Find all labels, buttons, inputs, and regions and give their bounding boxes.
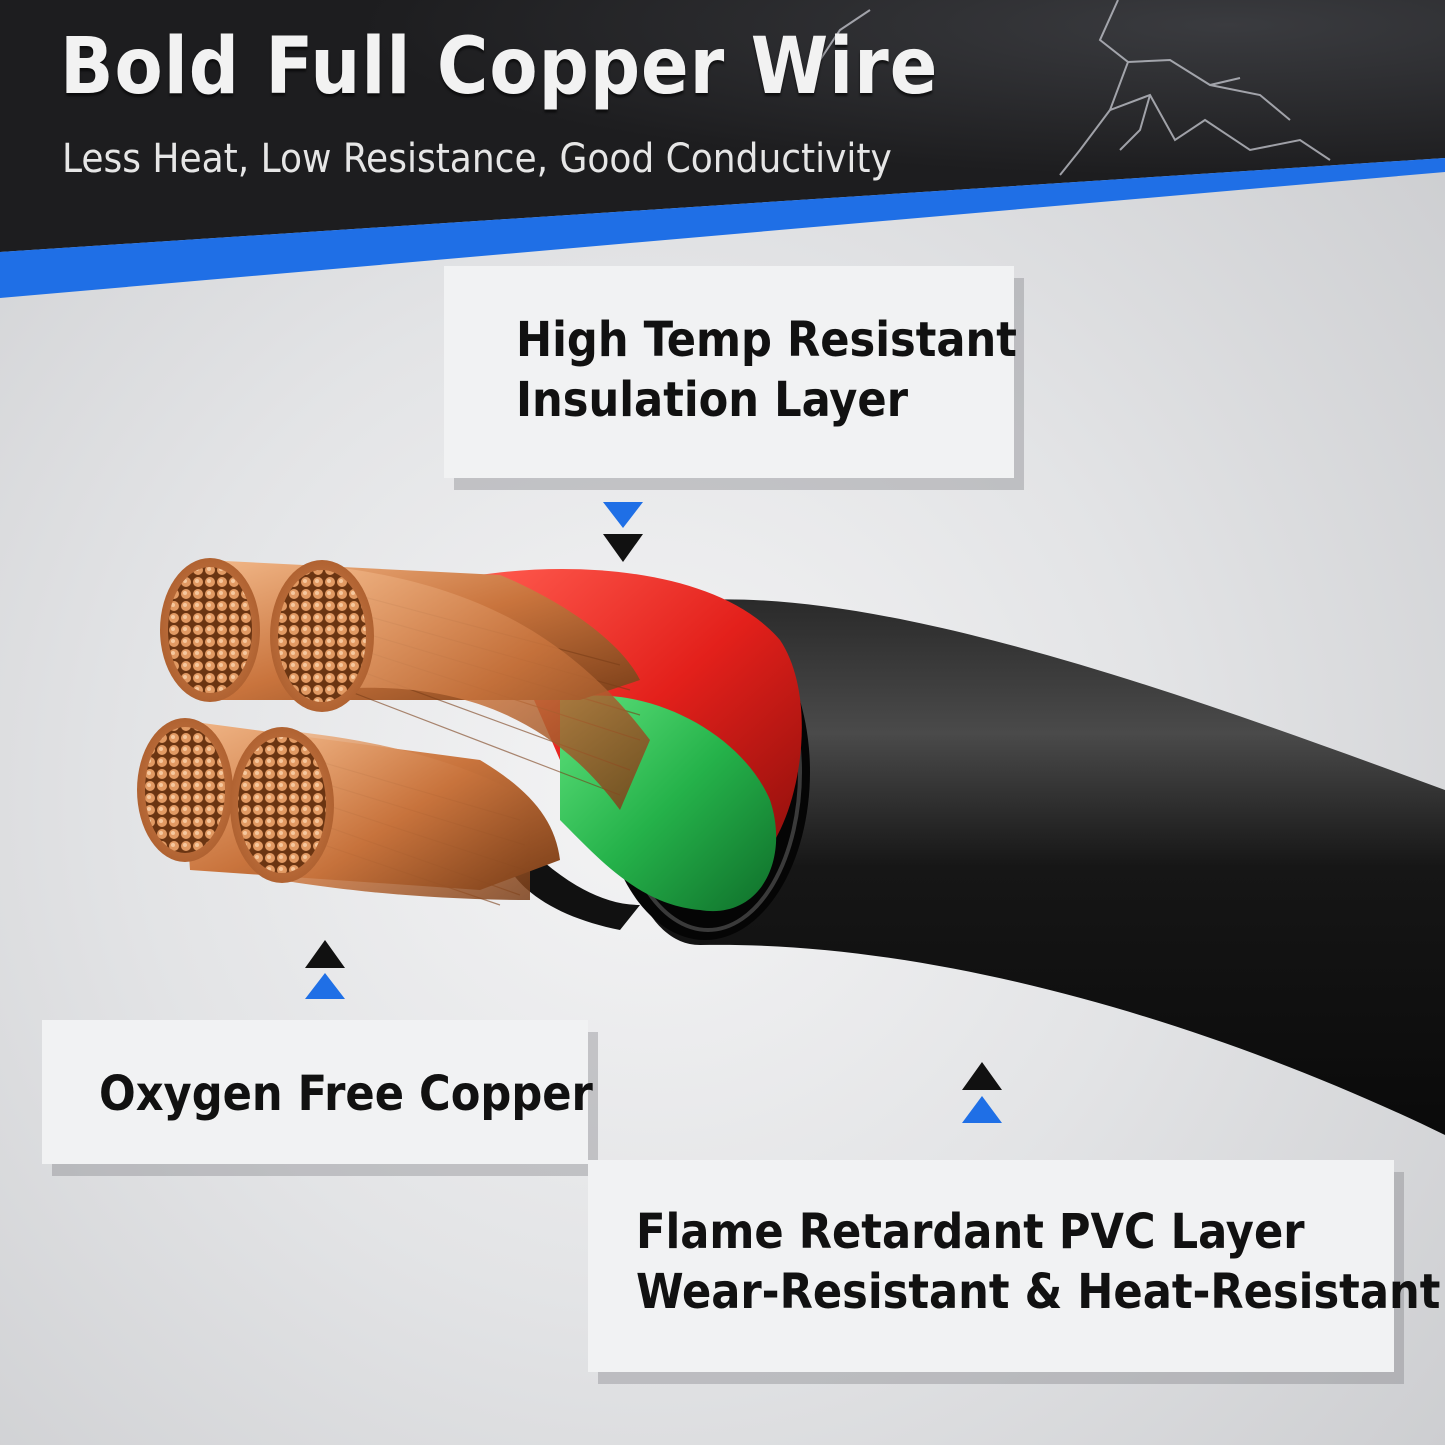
copper-face-1 [160,558,260,702]
callout-pvc-text: Flame Retardant PVC Layer Wear-Resistant… [636,1202,1440,1322]
callout-copper: Oxygen Free Copper [42,1020,593,1164]
arrow-up-icon [962,1062,1002,1090]
lightning-decoration [819,0,1331,176]
page-subtitle: Less Heat, Low Resistance, Good Conducti… [62,136,892,182]
callout-insulation-line1: High Temp Resistant [516,312,1017,368]
page-title: Bold Full Copper Wire [60,22,939,112]
copper-face-2 [270,560,374,712]
pvc-jacket [615,599,1445,1135]
arrow-up-icon [305,973,345,999]
callout-pvc: Flame Retardant PVC Layer Wear-Resistant… [588,1160,1440,1372]
copper-face-4 [230,727,334,883]
callout-insulation-line2: Insulation Layer [516,372,908,428]
arrow-down-icon [603,534,643,562]
arrow-up-icon [962,1096,1002,1123]
callout-insulation: High Temp Resistant Insulation Layer [444,266,1017,478]
callout-pvc-line2: Wear-Resistant & Heat-Resistant [636,1264,1441,1320]
callout-copper-text: Oxygen Free Copper [99,1066,593,1122]
callout-insulation-text: High Temp Resistant Insulation Layer [516,310,1017,430]
arrow-up-icon [305,940,345,968]
arrow-down-icon [603,502,643,528]
copper-face-3 [137,718,233,862]
header-band [0,0,1445,298]
callout-pvc-line1: Flame Retardant PVC Layer [636,1204,1305,1260]
